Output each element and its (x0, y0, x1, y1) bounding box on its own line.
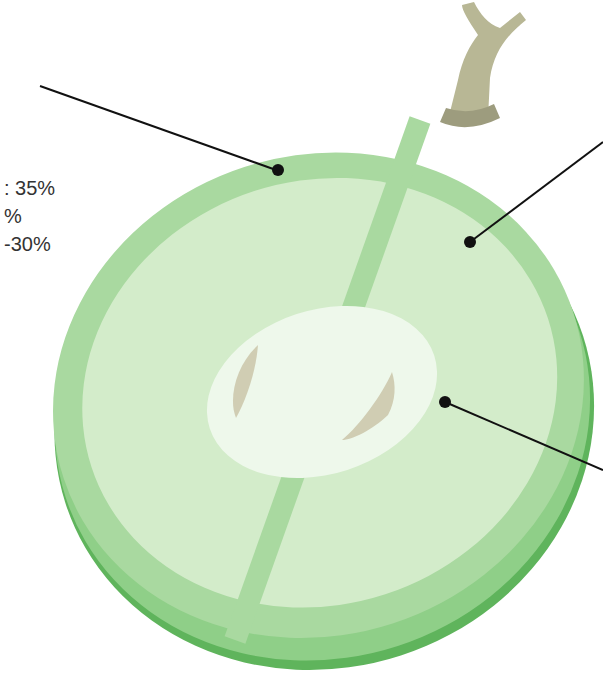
percentage-label: : 35% (4, 176, 55, 200)
seed (233, 345, 258, 418)
leader-dot (272, 164, 284, 176)
inner-pulp (184, 278, 459, 507)
grape-flesh (26, 117, 603, 669)
leader-line (445, 402, 603, 470)
stem-base (440, 104, 500, 127)
leader-line (40, 86, 276, 170)
grape-side (0, 98, 603, 673)
leader-line (470, 142, 603, 242)
leader-dot (464, 236, 476, 248)
grape-underside (0, 100, 603, 673)
percentage-label: % (4, 204, 22, 228)
grape-skin (0, 84, 603, 673)
stem (448, 2, 526, 124)
leader-dot (439, 396, 451, 408)
percentage-label: -30% (4, 232, 51, 256)
seed (342, 372, 395, 440)
